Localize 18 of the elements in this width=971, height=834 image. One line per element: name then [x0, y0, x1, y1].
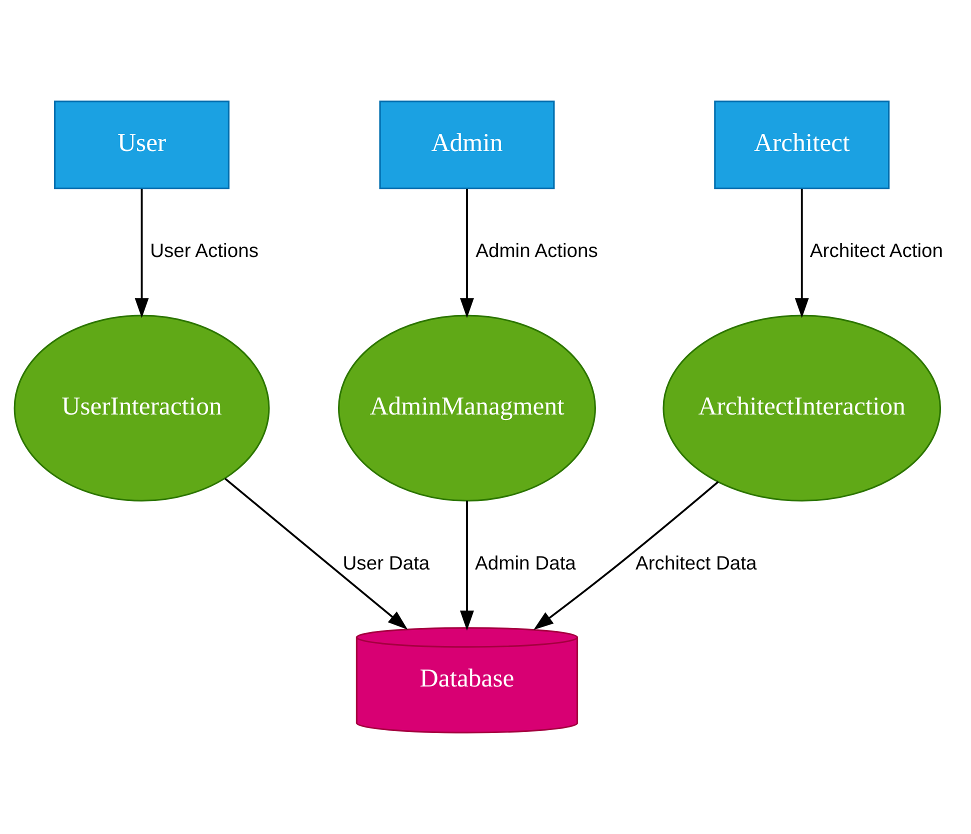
node-box: User	[54, 100, 230, 190]
arrow	[460, 500, 474, 631]
edge-label: Architect Data	[635, 553, 757, 574]
edge-label: User Actions	[150, 240, 258, 262]
edge-label: Admin Data	[475, 553, 576, 574]
arrow	[134, 188, 149, 318]
node-box: Architect	[714, 100, 890, 190]
edge-label: Admin Actions	[476, 240, 598, 262]
arrow	[460, 188, 474, 318]
node-box: Admin	[379, 100, 555, 190]
arrow	[224, 478, 408, 630]
edge-label: Architect Action	[810, 240, 944, 262]
arrow	[534, 481, 719, 630]
node-ellipse: ArchitectInteraction	[662, 314, 942, 502]
node-ellipse: UserInteraction	[14, 314, 270, 502]
edge-label: User Data	[342, 553, 430, 574]
arrow	[794, 188, 809, 318]
node-ellipse: AdminManagment	[338, 314, 596, 502]
